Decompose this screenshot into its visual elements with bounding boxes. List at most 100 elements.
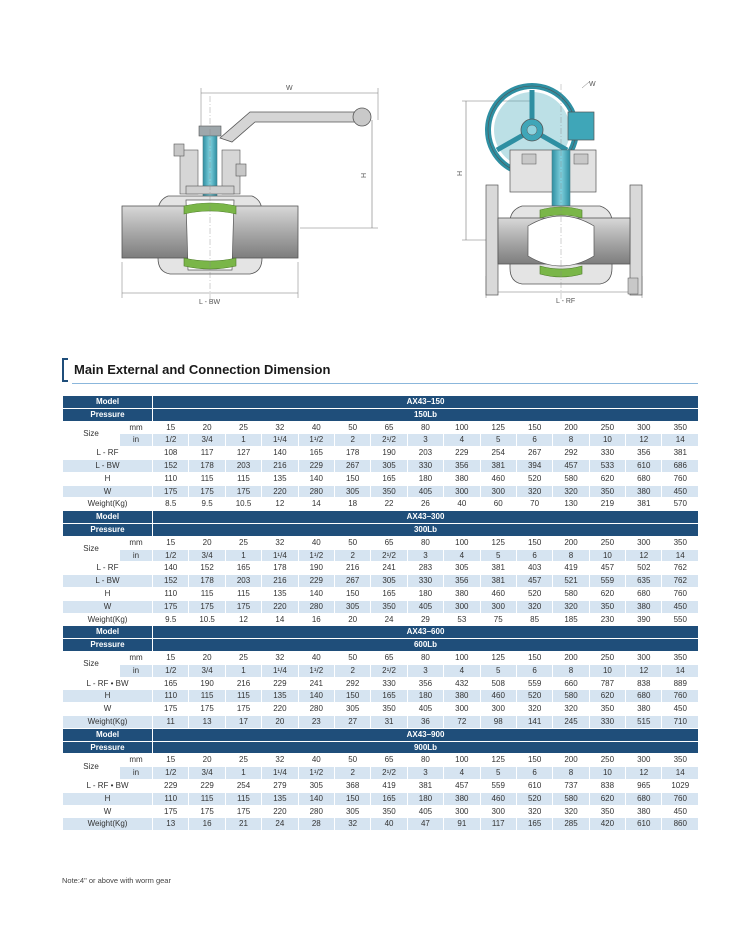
pressure-label: Pressure [61,740,154,755]
value-cell: 175 [188,599,226,614]
size-in-cell: 3/4 [188,663,226,678]
size-in-cell: 12 [625,663,663,678]
size-mm-cell: 65 [370,535,408,550]
value-cell: 570 [661,497,699,512]
value-cell: 380 [443,791,481,806]
value-cell: 98 [479,714,517,729]
size-in-cell: 10 [588,548,627,563]
size-mm-cell: 25 [224,650,263,665]
value-cell: 72 [443,714,481,729]
value-cell: 180 [406,689,445,704]
value-cell: 178 [261,561,299,576]
value-cell: 300 [443,599,481,614]
right-dim-l: L - RF [556,298,575,305]
value-cell: 350 [370,702,408,716]
value-cell: 292 [552,446,590,460]
value-cell: 150 [333,586,372,601]
value-cell: 140 [297,791,335,806]
size-mm-cell: 150 [515,753,554,768]
size-mm-cell: 50 [333,420,372,435]
value-cell: 305 [297,778,335,793]
value-cell: 460 [479,689,517,704]
value-cell: 17 [224,714,263,729]
value-cell: 432 [443,676,481,691]
title-bracket [62,358,68,382]
row-label: H [61,791,154,806]
value-cell: 889 [661,676,699,691]
value-cell: 680 [625,791,663,806]
value-cell: 115 [224,689,263,704]
value-cell: 245 [552,714,590,729]
value-cell: 279 [261,778,299,793]
value-cell: 152 [152,574,190,588]
value-cell: 175 [224,702,263,716]
value-cell: 350 [588,702,627,716]
value-cell: 175 [152,804,190,819]
size-mm-cell: 350 [661,650,699,665]
right-dim-h: H [457,171,464,176]
size-mm-cell: 250 [588,753,627,768]
value-cell: 635 [625,574,663,588]
value-cell: 550 [661,612,699,627]
size-in-cell: 4 [443,663,481,678]
value-cell: 356 [443,574,481,588]
model-value: AX43–900 [152,727,699,742]
value-cell: 254 [224,778,263,793]
size-mm-cell: 32 [261,420,299,435]
value-cell: 216 [224,676,263,691]
value-cell: 405 [406,702,445,716]
value-cell: 1029 [661,778,699,793]
size-mm-cell: 350 [661,535,699,550]
value-cell: 381 [625,497,663,512]
size-mm-cell: 125 [479,753,517,768]
value-cell: 381 [479,574,517,588]
size-mm-cell: 200 [552,650,590,665]
value-cell: 330 [406,574,445,588]
size-in-cell: 10 [588,766,627,780]
value-cell: 838 [588,778,627,793]
value-cell: 350 [588,804,627,819]
size-in-cell: 2 [333,433,372,448]
value-cell: 368 [333,778,372,793]
value-cell: 229 [152,778,190,793]
value-cell: 10.5 [224,497,263,512]
value-cell: 380 [625,484,663,499]
value-cell: 515 [625,714,663,729]
value-cell: 283 [406,561,445,576]
value-cell: 419 [370,778,408,793]
value-cell: 29 [406,612,445,627]
size-in-cell: 2¹/2 [370,433,408,448]
value-cell: 394 [515,458,554,473]
value-cell: 457 [588,561,627,576]
value-cell: 300 [479,804,517,819]
size-mm-cell: 100 [443,535,481,550]
row-label: W [61,599,154,614]
size-mm-cell: 150 [515,535,554,550]
size-in-cell: 4 [443,433,481,448]
valve-drawings: W H L - BW [0,0,750,340]
size-mm-cell: 65 [370,650,408,665]
value-cell: 380 [625,804,663,819]
size-in-cell: 1¹/4 [261,548,299,563]
value-cell: 190 [188,676,226,691]
value-cell: 60 [479,497,517,512]
pressure-label: Pressure [61,522,154,537]
value-cell: 140 [297,586,335,601]
value-cell: 216 [261,458,299,473]
value-cell: 175 [152,599,190,614]
size-in-cell: 5 [479,766,517,780]
unit-mm: mm [118,420,154,435]
value-cell: 405 [406,599,445,614]
row-label: W [61,702,154,716]
size-mm-cell: 15 [152,535,190,550]
row-label: W [61,484,154,499]
size-mm-cell: 300 [625,535,663,550]
right-dim-w: W [589,81,596,88]
model-value: AX43–150 [152,395,699,409]
